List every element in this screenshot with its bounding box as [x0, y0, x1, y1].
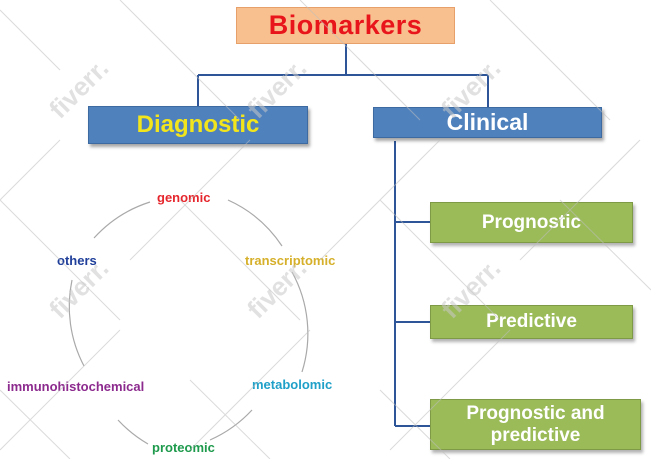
diagnostic-box: Diagnostic: [88, 106, 308, 144]
clinical-type-prognostic-and-predictive: Prognostic and predictive: [430, 399, 641, 450]
biomarkers-title: Biomarkers: [268, 10, 423, 40]
diagnostic-type-metabolomic: metabolomic: [252, 377, 333, 392]
diagnostic-type-genomic: genomic: [157, 190, 211, 205]
cycle-arc-4: [117, 419, 149, 445]
cycle-arc-1: [227, 199, 283, 247]
cycle-arc-2: [291, 271, 309, 373]
diagnostic-type-transcriptomic: transcriptomic: [245, 253, 336, 268]
prognostic-label: Prognostic: [481, 211, 582, 233]
clinical-label: Clinical: [446, 109, 529, 135]
diagnostic-label: Diagnostic: [136, 111, 260, 138]
predictive-label: Predictive: [486, 311, 577, 332]
diagnostic-type-immunohistochemical: immunohistochemical: [7, 379, 145, 394]
prognostic-and-predictive-label: Prognostic and predictive: [466, 402, 605, 446]
cycle-arc-5: [68, 279, 85, 367]
clinical-type-prognostic: Prognostic: [430, 202, 633, 243]
diagnostic-type-others: others: [57, 253, 97, 268]
diagnostic-type-proteomic: proteomic: [152, 440, 215, 455]
cycle-arc-3: [209, 409, 253, 441]
cycle-arc-6: [93, 201, 151, 239]
clinical-box: Clinical: [373, 107, 602, 138]
biomarkers-title-box: Biomarkers: [236, 7, 455, 44]
clinical-type-predictive: Predictive: [430, 305, 633, 339]
